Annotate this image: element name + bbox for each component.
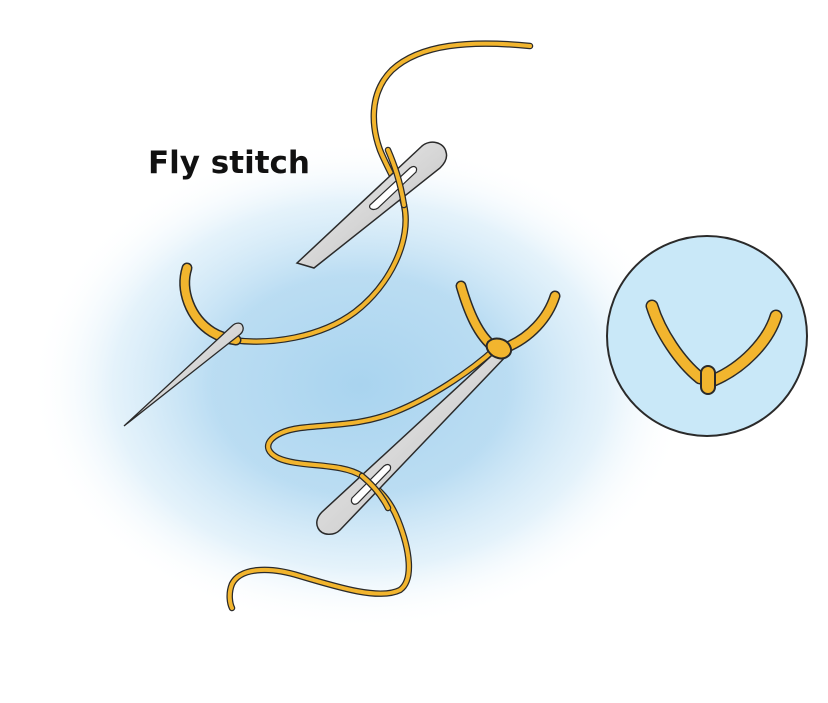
- diagram-title: Fly stitch: [148, 145, 310, 181]
- stitch-knot: [485, 337, 512, 360]
- upper-needle-icon: [295, 141, 448, 269]
- fly-stitch-detail-icon: [606, 235, 808, 437]
- background-glow: [30, 140, 690, 630]
- small-needle-icon: [123, 322, 244, 427]
